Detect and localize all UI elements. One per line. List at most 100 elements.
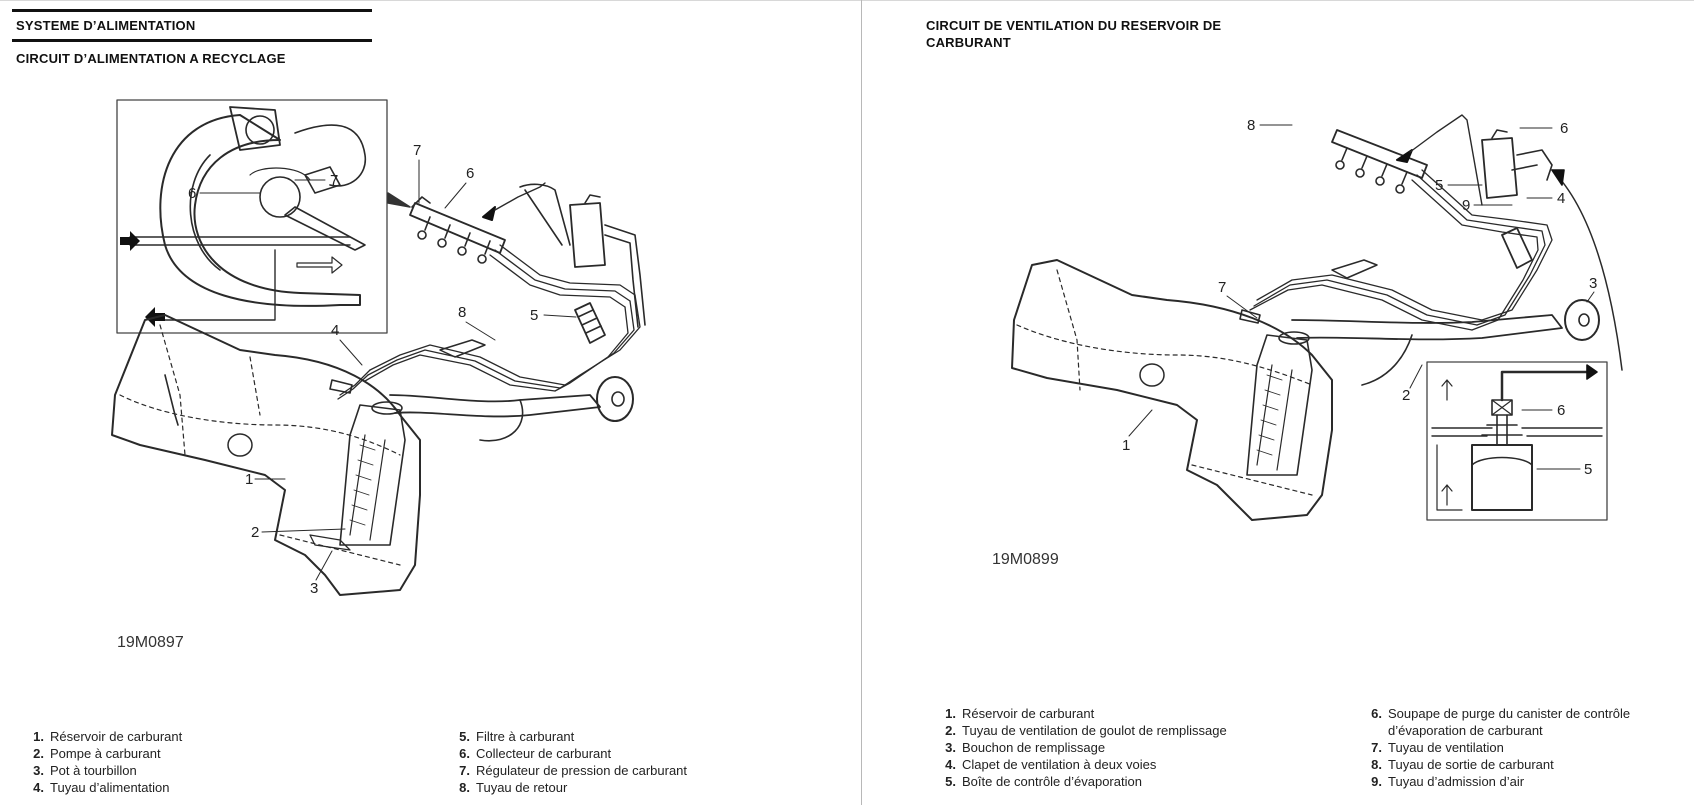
callout-1: 1 [1122,437,1130,454]
right-title-line-2: CARBURANT [926,35,1011,50]
evap-canister [1481,129,1553,199]
tank-ventilation-diagram: 8 6 5 4 9 [992,110,1642,630]
legend-text: Tuyau de ventilation [1388,740,1504,755]
legend-item: 3. Bouchon de remplissage [936,739,1336,756]
legend-text: Boîte de contrôle d’évaporation [962,774,1142,789]
right-page: CIRCUIT DE VENTILATION DU RESERVOIR DE C… [862,0,1694,805]
callout-6: 6 [466,165,474,182]
callout-7: 7 [1218,279,1226,296]
legend-item: 2. Pompe à carburant [24,745,424,762]
legend-column-1: 1. Réservoir de carburant 2. Tuyau de vent… [936,705,1336,790]
legend-number: 8. [459,780,470,795]
legend-number: 7. [459,763,470,778]
legend-number: 7. [1371,740,1382,755]
figure-code: 19M0897 [117,634,184,651]
legend-item: 4. Tuyau d’alimentation [24,779,424,796]
left-page: SYSTEME D’ALIMENTATION CIRCUIT D’ALIMENT… [12,9,850,796]
callout-7: 7 [413,142,421,159]
legend-text: Tuyau de sortie de carburant [1388,757,1554,772]
legend-text: Pot à tourbillon [50,763,137,778]
legend-item: 4. Clapet de ventilation à deux voies [936,756,1336,773]
legend-number: 4. [945,757,956,772]
fuel-recirculation-diagram: 6 7 7 6 [100,95,720,655]
legend-number: 5. [945,774,956,789]
page-divider [861,0,862,805]
callout-8: 8 [458,304,466,321]
fuel-lines [337,244,641,400]
legend-item: 8. Tuyau de sortie de carburant [1362,756,1662,773]
legend-column-2: 5.Filtre à carburant 6. Collecteur de car… [450,728,850,796]
legend-text: Régulateur de pression de carburant [476,763,688,778]
legend-text: Filtre à carburant [476,729,575,744]
inset-detail [1426,361,1608,521]
legend-number: 4. [33,780,44,795]
pressure-regulator-area [519,183,646,328]
legend-column-1: 1. Réservoir de carburant 2. Pompe à carbu… [24,728,424,796]
fuel-tank [111,314,421,596]
fuel-rail [1331,129,1428,194]
legend-number: 3. [945,740,956,755]
figure-code: 19M0899 [992,551,1059,568]
section-rule-bottom [12,39,372,42]
legend-item: 7. Régulateur de pression de carburant [450,762,850,779]
subsection-title: CIRCUIT D’ALIMENTATION A RECYCLAGE [16,51,286,66]
vent-lines [1249,169,1553,331]
legend-number: 2. [33,746,44,761]
inset-callout-6: 6 [188,185,196,202]
callout-5: 5 [530,307,538,324]
callout-3: 3 [310,580,318,597]
legend-number: 1. [33,729,44,744]
legend-item: 6. Collecteur de carburant [450,745,850,762]
callout-9: 9 [1462,197,1470,214]
legend-text: Pompe à carburant [50,746,161,761]
legend-number: 6. [1371,706,1382,721]
legend-item: 5.Filtre à carburant [450,728,850,745]
inset-callout-7: 7 [330,172,338,189]
legend-text: Tuyau d’admission d’air [1388,774,1525,789]
legend-number: 9. [1371,774,1382,789]
legend-text: Bouchon de remplissage [962,740,1106,755]
legend-item: 5. Boîte de contrôle d’évaporation [936,773,1336,790]
legend-text: Clapet de ventilation à deux voies [962,757,1157,772]
callout-1: 1 [245,471,253,488]
legend-text: Collecteur de carburant [476,746,612,761]
fuel-filter [574,302,606,344]
legend-item: 3. Pot à tourbillon [24,762,424,779]
filler-neck [389,376,634,442]
legend-item: 8. Tuyau de retour [450,779,850,796]
top-rule [0,0,1694,1]
legend-item: 1. Réservoir de carburant [936,705,1336,722]
legend-number: 2. [945,723,956,738]
callout-2: 2 [251,524,259,541]
legend-item: 1. Réservoir de carburant [24,728,424,745]
legend-text: Soupape de purge du canister de contrôle… [1388,706,1631,738]
legend-item: 2. Tuyau de ventilation de goulot de remp… [936,722,1336,739]
fuel-rail [409,196,506,264]
legend-text: Tuyau de retour [476,780,568,795]
legend-item: 7. Tuyau de ventilation [1362,739,1662,756]
filler-neck [1291,299,1600,386]
callout-6: 6 [1560,120,1568,137]
section-title: SYSTEME D’ALIMENTATION [16,18,196,33]
legend-item: 6. Soupape de purge du canister de contrô… [1362,705,1662,739]
legend-number: 6. [459,746,470,761]
callout-4: 4 [1557,190,1565,207]
legend-number: 1. [945,706,956,721]
legend-column-2: 6. Soupape de purge du canister de contrô… [1362,705,1662,790]
inset-callout-6: 6 [1557,402,1565,419]
legend-number: 3. [33,763,44,778]
callout-8: 8 [1247,117,1255,134]
inset-detail [116,99,388,334]
callout-3: 3 [1589,275,1597,292]
legend-text: Tuyau d’alimentation [50,780,170,795]
legend-text: Réservoir de carburant [962,706,1095,721]
legend-text: Réservoir de carburant [50,729,183,744]
inset-callout-5: 5 [1584,461,1592,478]
callout-2: 2 [1402,387,1410,404]
legend-text: Tuyau de ventilation de goulot de rempli… [962,723,1227,738]
callout-4: 4 [331,322,339,339]
legend-item: 9. Tuyau d’admission d’air [1362,773,1662,790]
legend-number: 8. [1371,757,1382,772]
right-title-line-1: CIRCUIT DE VENTILATION DU RESERVOIR DE [926,18,1222,33]
section-rule-top [12,9,372,12]
